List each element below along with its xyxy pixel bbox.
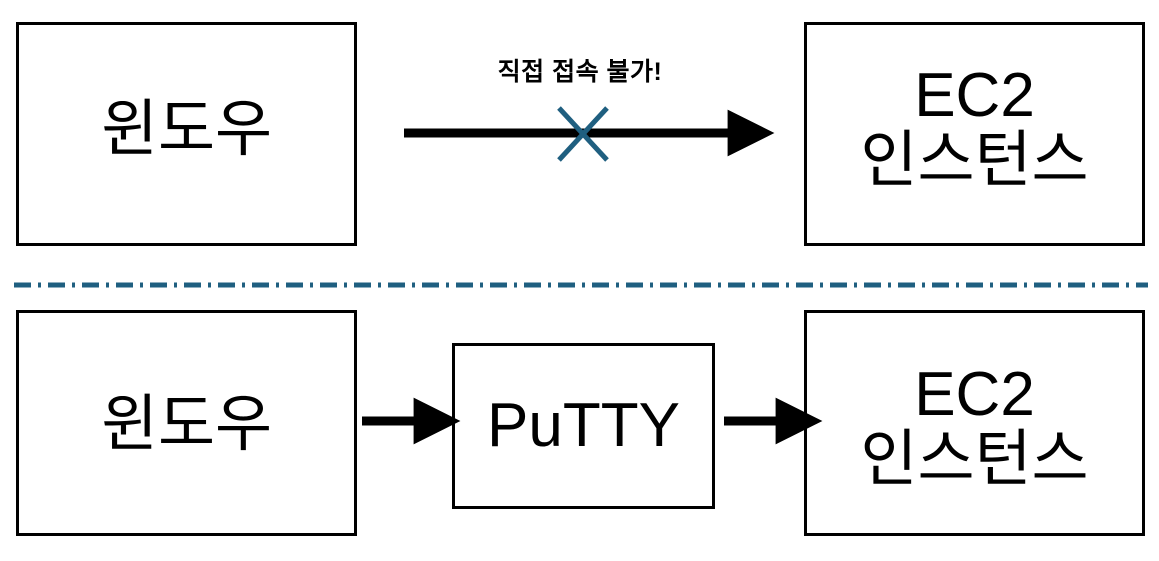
node-windows-bottom-label: 윈도우 [100,390,273,460]
node-ec2-bottom-line1: EC2 [914,359,1035,429]
node-ec2-top-line1: EC2 [914,60,1035,130]
blocked-annotation-label: 직접 접속 불가! [497,58,663,86]
node-ec2-bottom-line2: 인스턴스 [860,425,1089,494]
node-ec2-instance-top: EC2 인스턴스 [804,22,1145,246]
node-putty-label: PuTTY [487,391,680,461]
node-windows-bottom: 윈도우 [16,310,357,536]
blocked-x-icon [557,106,609,162]
node-ec2-instance-bottom: EC2 인스턴스 [804,310,1145,536]
node-ec2-instance-bottom-label: EC2 인스턴스 [860,362,1088,492]
node-ec2-instance-top-label: EC2 인스턴스 [860,63,1088,193]
node-ec2-top-line2: 인스턴스 [860,126,1089,195]
node-windows-top-label: 윈도우 [100,95,273,165]
node-putty: PuTTY [452,343,715,509]
node-windows-top: 윈도우 [16,22,357,246]
